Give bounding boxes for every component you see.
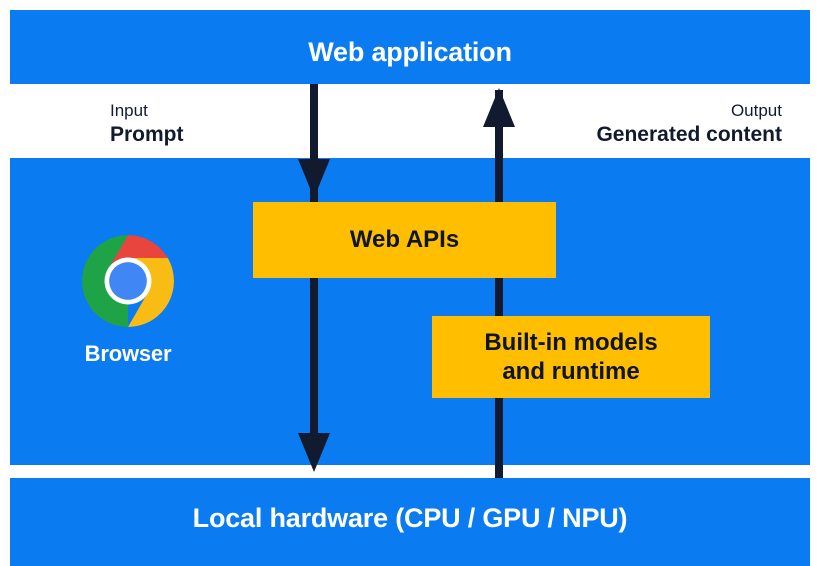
edge-label-input: Input Prompt [110, 100, 184, 149]
arrow-down-icon [298, 84, 330, 472]
chrome-logo-icon [82, 235, 174, 327]
arrow-up-icon [483, 88, 515, 478]
layer-web-application: Web application [10, 10, 810, 84]
edge-output-kind: Output [730, 101, 782, 120]
edge-output-value: Generated content [596, 123, 782, 147]
edge-label-output: Output Generated content [596, 100, 782, 149]
box-web-apis[interactable]: Web APIs [253, 202, 556, 278]
box-builtin-models[interactable]: Built-in models and runtime [432, 316, 710, 398]
browser-group: Browser [78, 235, 178, 367]
layer-local-hardware: Local hardware (CPU / GPU / NPU) [10, 478, 810, 566]
edge-input-kind: Input [110, 101, 148, 120]
layer-web-application-label: Web application [308, 37, 512, 67]
box-builtin-models-label: Built-in models and runtime [484, 328, 658, 385]
browser-label: Browser [84, 341, 172, 366]
box-web-apis-label: Web APIs [349, 226, 460, 254]
edge-input-value: Prompt [110, 123, 184, 147]
layer-local-hardware-label: Local hardware (CPU / GPU / NPU) [192, 503, 628, 533]
